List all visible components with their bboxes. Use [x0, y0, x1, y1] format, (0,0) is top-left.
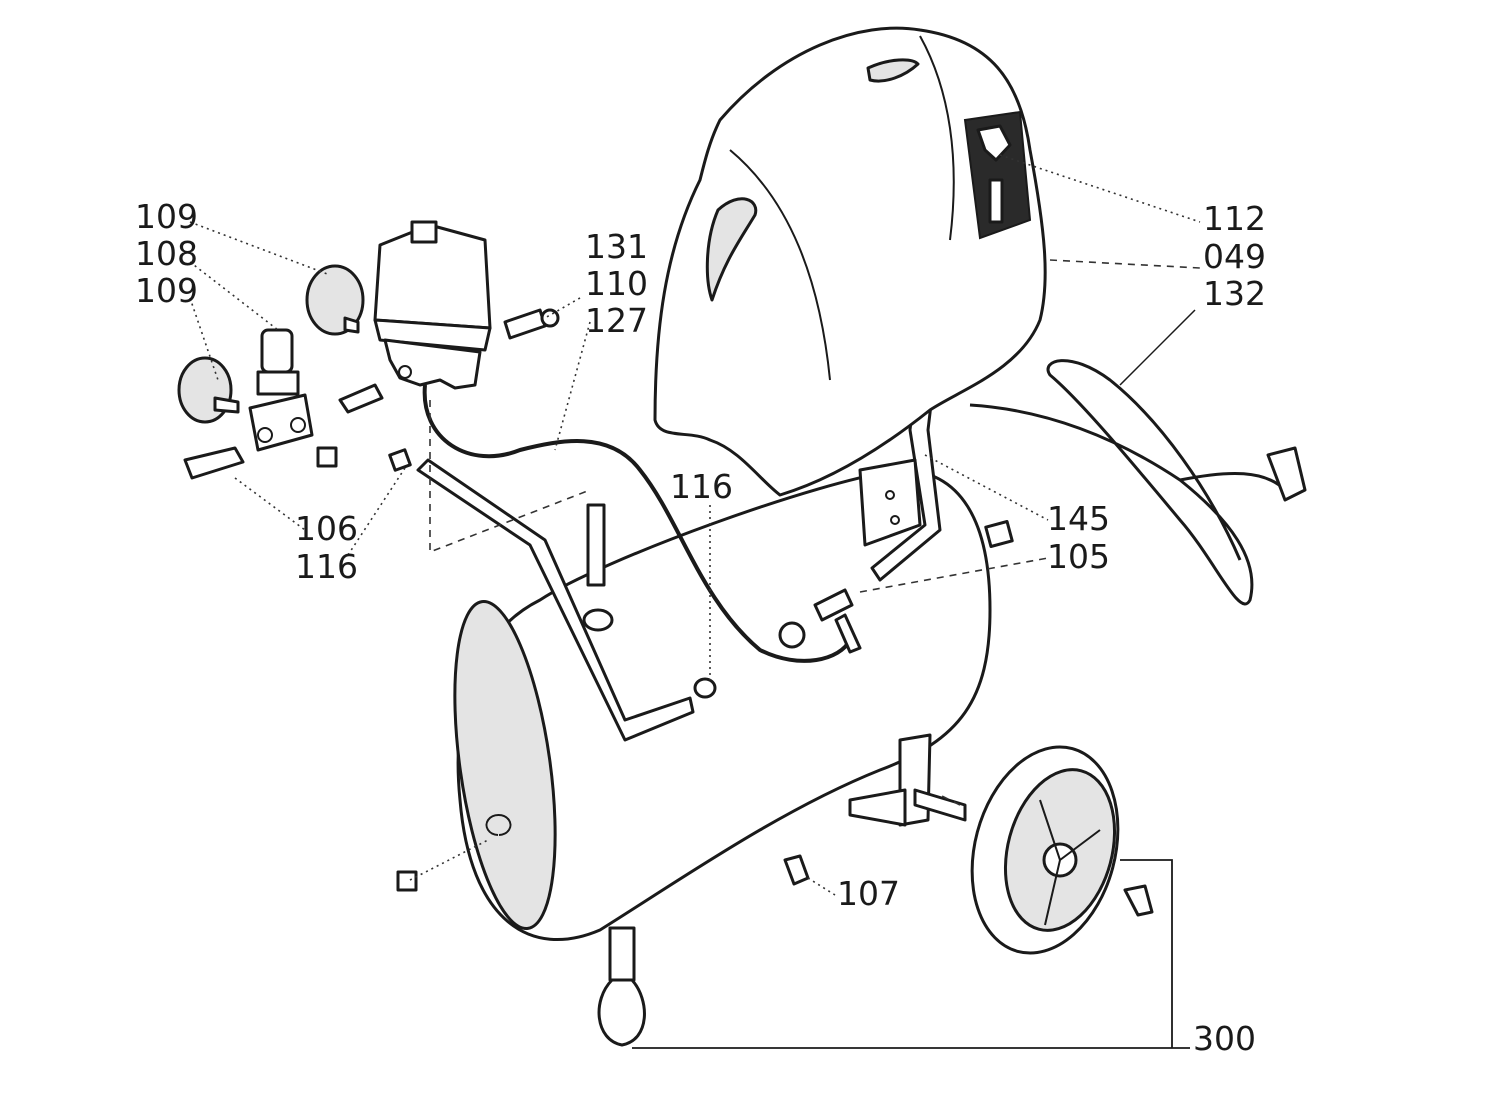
label-145: 145 [1047, 499, 1110, 538]
label-107: 107 [837, 874, 900, 913]
pressure-gauge-upper [305, 264, 365, 336]
safety-valve [582, 503, 614, 632]
part-labels: 109 108 109 131 110 127 112 049 132 116 … [135, 197, 1266, 1058]
label-109-lower: 109 [135, 271, 198, 310]
tank-plug-116 [693, 677, 717, 699]
drain-plug-left [396, 870, 418, 892]
tank-support-bracket [848, 733, 967, 827]
power-cord [969, 359, 1307, 606]
label-116-upper: 116 [670, 467, 733, 506]
label-108: 108 [135, 234, 198, 273]
label-131: 131 [585, 227, 648, 266]
label-112: 112 [1203, 199, 1266, 238]
check-valve [778, 588, 862, 654]
pressure-regulator [248, 328, 314, 452]
motor-hood-cover [653, 26, 1047, 497]
label-132: 132 [1203, 274, 1266, 313]
pressure-switch [373, 220, 492, 390]
connector-nipple [338, 383, 384, 414]
small-plug-a [316, 446, 338, 468]
drain-valve-107 [783, 854, 810, 886]
label-127: 127 [585, 301, 648, 340]
pressure-gauge-lower [177, 356, 240, 424]
wheel-bolt [1123, 884, 1154, 917]
label-116-lower: 116 [295, 547, 358, 586]
label-300: 300 [1193, 1019, 1256, 1058]
switch-fitting [503, 308, 560, 340]
label-105: 105 [1047, 537, 1110, 576]
label-110: 110 [585, 264, 648, 303]
label-049: 049 [1203, 237, 1266, 276]
label-106: 106 [295, 509, 358, 548]
plug-145 [984, 519, 1014, 549]
label-109-upper: 109 [135, 197, 198, 236]
quick-coupler [183, 446, 245, 480]
wheel [970, 745, 1120, 955]
leader-lines [189, 154, 1201, 1049]
small-plug-b [388, 448, 412, 472]
air-tank [453, 468, 992, 941]
pressure-cable [422, 384, 852, 663]
rubber-foot [597, 926, 646, 1047]
hood-bracket [858, 458, 922, 547]
